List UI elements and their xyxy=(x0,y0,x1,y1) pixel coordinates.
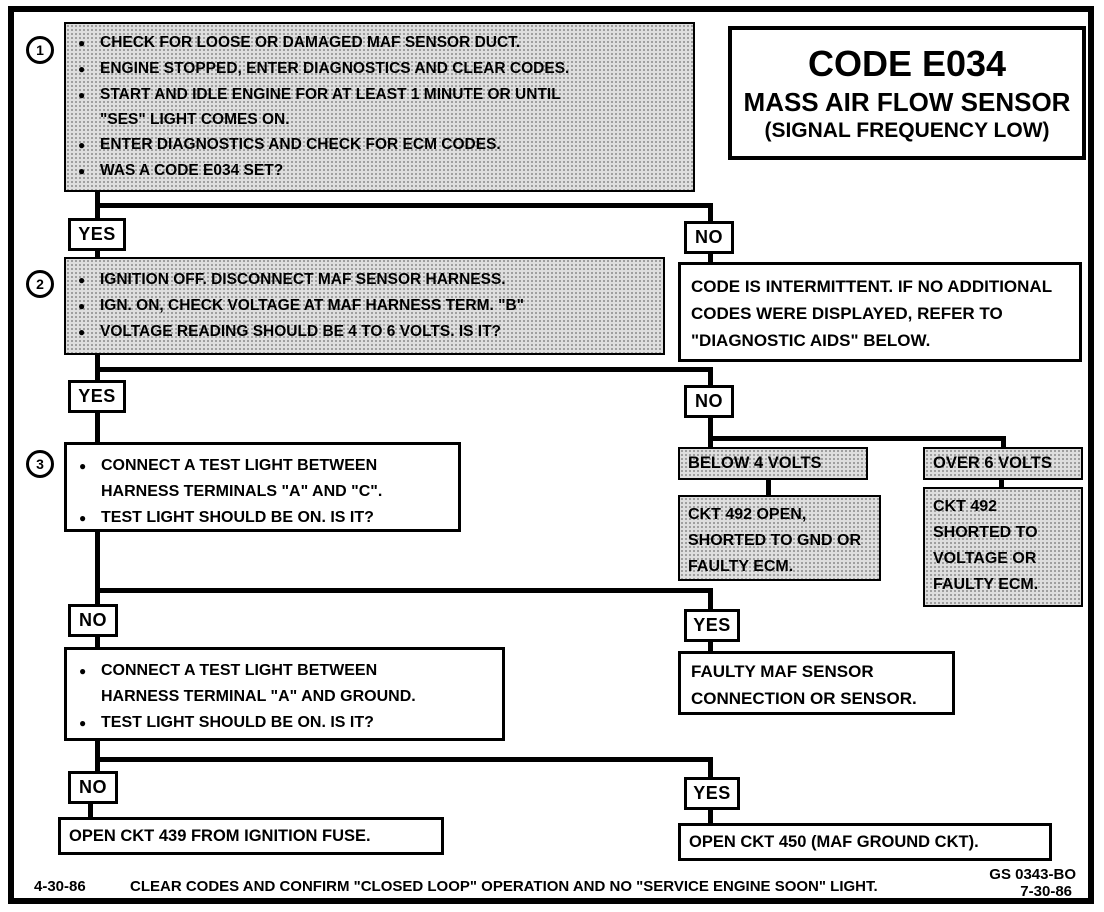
decision3-yes-box: YES xyxy=(684,609,740,642)
connector-line xyxy=(708,588,713,610)
ckt492-shorted-box: CKT 492 SHORTED TO VOLTAGE OR FAULTY ECM… xyxy=(923,487,1083,607)
step4-bullet-2: TEST LIGHT SHOULD BE ON. IS IT? xyxy=(79,710,492,736)
decision2-yes-box: YES xyxy=(68,380,126,413)
connector-line xyxy=(708,436,1006,441)
step1-bullet-2: ENGINE STOPPED, ENTER DIAGNOSTICS AND CL… xyxy=(78,56,683,82)
step-number-1-label: 1 xyxy=(36,42,44,58)
ckt492-open-box: CKT 492 OPEN, SHORTED TO GND OR FAULTY E… xyxy=(678,495,881,581)
step2-box: IGNITION OFF. DISCONNECT MAF SENSOR HARN… xyxy=(64,257,665,355)
no-label: NO xyxy=(695,391,723,411)
no-label: NO xyxy=(695,227,723,247)
no-label: NO xyxy=(79,610,107,630)
step-number-3: 3 xyxy=(26,450,54,478)
faulty-sensor-text: FAULTY MAF SENSOR CONNECTION OR SENSOR. xyxy=(691,662,917,708)
bullet-icon xyxy=(78,132,100,158)
connector-line xyxy=(95,637,100,648)
footer-note: CLEAR CODES AND CONFIRM "CLOSED LOOP" OP… xyxy=(130,878,878,895)
bullet-icon xyxy=(79,710,101,736)
connector-line xyxy=(708,642,713,652)
bullet-icon xyxy=(78,158,100,184)
bullet-icon xyxy=(79,658,101,710)
step4-box: CONNECT A TEST LIGHT BETWEEN HARNESS TER… xyxy=(64,647,505,741)
decision4-no-box: NO xyxy=(68,771,118,804)
yes-label: YES xyxy=(693,615,731,635)
title-box: CODE E034 MASS AIR FLOW SENSOR (SIGNAL F… xyxy=(728,26,1086,160)
step1-bullet-1: CHECK FOR LOOSE OR DAMAGED MAF SENSOR DU… xyxy=(78,30,683,56)
decision2-no-box: NO xyxy=(684,385,734,418)
step-number-2-label: 2 xyxy=(36,276,44,292)
step3-bullet-2: TEST LIGHT SHOULD BE ON. IS IT? xyxy=(79,505,448,531)
connector-line xyxy=(95,251,100,259)
ckt492-open-text: CKT 492 OPEN, SHORTED TO GND OR FAULTY E… xyxy=(688,506,862,575)
connector-line xyxy=(708,418,713,448)
open-ckt450-text: OPEN CKT 450 (MAF GROUND CKT). xyxy=(689,832,979,851)
step3-box: CONNECT A TEST LIGHT BETWEEN HARNESS TER… xyxy=(64,442,461,532)
open-ckt439-text: OPEN CKT 439 FROM IGNITION FUSE. xyxy=(69,826,371,845)
connector-line xyxy=(95,413,100,443)
connector-line xyxy=(766,480,771,496)
step2-bullet-2: IGN. ON, CHECK VOLTAGE AT MAF HARNESS TE… xyxy=(78,293,653,319)
faulty-sensor-box: FAULTY MAF SENSOR CONNECTION OR SENSOR. xyxy=(678,651,955,715)
connector-line xyxy=(999,480,1004,488)
connector-line xyxy=(708,757,713,778)
yes-label: YES xyxy=(693,783,731,803)
bullet-icon xyxy=(78,82,100,132)
decision1-yes-box: YES xyxy=(68,218,126,251)
intermittent-text: CODE IS INTERMITTENT. IF NO ADDITIONAL C… xyxy=(691,277,1052,350)
footer-date-left: 4-30-86 xyxy=(34,878,86,895)
step-number-3-label: 3 xyxy=(36,456,44,472)
connector-line xyxy=(708,203,713,222)
below-4-volts-label: BELOW 4 VOLTS xyxy=(688,454,822,472)
no-label: NO xyxy=(79,777,107,797)
connector-line xyxy=(708,254,713,264)
bullet-icon xyxy=(78,56,100,82)
step1-box: CHECK FOR LOOSE OR DAMAGED MAF SENSOR DU… xyxy=(64,22,695,192)
connector-line xyxy=(95,741,100,772)
footer-date-right: 7-30-86 xyxy=(1020,883,1072,900)
step2-bullet-1: IGNITION OFF. DISCONNECT MAF SENSOR HARN… xyxy=(78,267,653,293)
intermittent-box: CODE IS INTERMITTENT. IF NO ADDITIONAL C… xyxy=(678,262,1082,362)
bullet-icon xyxy=(78,267,100,293)
connector-line xyxy=(95,203,713,208)
bullet-icon xyxy=(79,505,101,531)
bullet-icon xyxy=(79,453,101,505)
step-number-1: 1 xyxy=(26,36,54,64)
connector-line xyxy=(95,757,713,762)
step1-bullet-4: ENTER DIAGNOSTICS AND CHECK FOR ECM CODE… xyxy=(78,132,683,158)
step3-bullet-1: CONNECT A TEST LIGHT BETWEEN HARNESS TER… xyxy=(79,453,448,505)
connector-line xyxy=(88,804,93,818)
ckt492-shorted-text: CKT 492 SHORTED TO VOLTAGE OR FAULTY ECM… xyxy=(933,498,1039,593)
step-number-2: 2 xyxy=(26,270,54,298)
step4-bullet-1: CONNECT A TEST LIGHT BETWEEN HARNESS TER… xyxy=(79,658,492,710)
connector-line xyxy=(95,588,713,593)
connector-line xyxy=(95,532,100,605)
decision1-no-box: NO xyxy=(684,221,734,254)
yes-label: YES xyxy=(78,386,116,406)
bullet-icon xyxy=(78,30,100,56)
below-4-volts-box: BELOW 4 VOLTS xyxy=(678,447,868,480)
yes-label: YES xyxy=(78,224,116,244)
connector-line xyxy=(95,367,713,372)
title-name: MASS AIR FLOW SENSOR xyxy=(743,87,1071,117)
title-code: CODE E034 xyxy=(807,43,1007,84)
open-ckt450-box: OPEN CKT 450 (MAF GROUND CKT). xyxy=(678,823,1052,861)
decision4-yes-box: YES xyxy=(684,777,740,810)
step1-bullet-3: START AND IDLE ENGINE FOR AT LEAST 1 MIN… xyxy=(78,82,683,132)
connector-line xyxy=(708,810,713,824)
footer-doc-id: GS 0343-BO xyxy=(989,866,1076,883)
connector-line xyxy=(708,367,713,386)
bullet-icon xyxy=(78,319,100,345)
decision3-no-box: NO xyxy=(68,604,118,637)
step2-bullet-3: VOLTAGE READING SHOULD BE 4 TO 6 VOLTS. … xyxy=(78,319,653,345)
connector-line xyxy=(1001,436,1006,448)
title-subtitle: (SIGNAL FREQUENCY LOW) xyxy=(764,119,1050,142)
open-ckt439-box: OPEN CKT 439 FROM IGNITION FUSE. xyxy=(58,817,444,855)
over-6-volts-box: OVER 6 VOLTS xyxy=(923,447,1083,480)
bullet-icon xyxy=(78,293,100,319)
step1-bullet-5: WAS A CODE E034 SET? xyxy=(78,158,683,184)
over-6-volts-label: OVER 6 VOLTS xyxy=(933,454,1052,472)
